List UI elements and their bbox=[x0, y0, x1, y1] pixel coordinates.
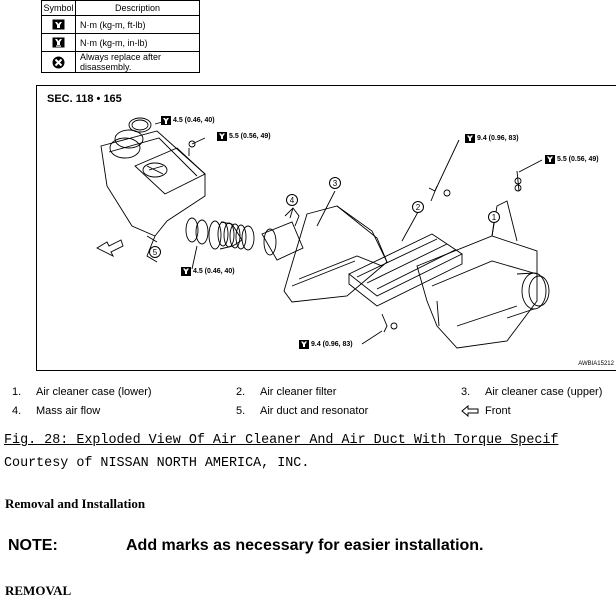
torque-wrench-ftlb-icon bbox=[52, 19, 65, 30]
part-callout: 5 bbox=[149, 246, 161, 258]
note-text: Add marks as necessary for easier instal… bbox=[126, 537, 484, 554]
part-callout: 2 bbox=[412, 201, 424, 213]
legend-header-description: Description bbox=[75, 0, 200, 16]
torque-wrench-inlb-icon bbox=[465, 134, 475, 143]
torque-wrench-inlb-icon bbox=[52, 37, 65, 48]
legend-description: Always replace after disassembly. bbox=[75, 51, 200, 73]
figure-caption: Fig. 28: Exploded View Of Air Cleaner An… bbox=[4, 433, 559, 448]
list-item: 1.Air cleaner case (lower) bbox=[12, 386, 152, 398]
front-arrow-icon bbox=[461, 405, 479, 418]
replace-after-disassembly-icon bbox=[52, 56, 65, 68]
torque-label: 5.5 (0.56, 49) bbox=[217, 132, 271, 141]
list-item: Front bbox=[461, 405, 511, 418]
list-item: 2.Air cleaner filter bbox=[236, 386, 337, 398]
torque-label: 4.5 (0.46, 40) bbox=[161, 116, 215, 125]
subsection-heading: REMOVAL bbox=[5, 583, 72, 598]
torque-wrench-ftlb-icon bbox=[161, 116, 171, 125]
torque-wrench-inlb-icon bbox=[545, 155, 555, 164]
torque-label: 5.5 (0.56, 49) bbox=[545, 155, 599, 164]
note-block: NOTE: Add marks as necessary for easier i… bbox=[8, 537, 484, 555]
part-callout: 3 bbox=[329, 177, 341, 189]
legend-row: N·m (kg-m, in-lb) bbox=[41, 33, 200, 52]
exploded-view-drawing bbox=[96, 117, 550, 349]
note-label: NOTE: bbox=[8, 537, 58, 554]
torque-label: 9.4 (0.96, 83) bbox=[299, 340, 353, 349]
list-item: 4.Mass air flow bbox=[12, 405, 101, 417]
section-label: SEC. 118 • 165 bbox=[47, 93, 122, 105]
legend-header-symbol: Symbol bbox=[41, 0, 76, 16]
symbol-legend-table: Symbol Description N·m (kg-m, ft-lb) N·m… bbox=[41, 0, 200, 73]
legend-row: Always replace after disassembly. bbox=[41, 51, 200, 73]
legend-description: N·m (kg-m, ft-lb) bbox=[75, 15, 200, 34]
list-item: 5.Air duct and resonator bbox=[236, 405, 369, 417]
courtesy-text: Courtesy of NISSAN NORTH AMERICA, INC. bbox=[4, 456, 310, 471]
torque-label: 9.4 (0.96, 83) bbox=[465, 134, 519, 143]
part-callout: 1 bbox=[488, 211, 500, 223]
torque-wrench-inlb-icon bbox=[299, 340, 309, 349]
part-callout: 4 bbox=[286, 194, 298, 206]
section-heading: Removal and Installation bbox=[5, 496, 146, 511]
list-item: 3.Air cleaner case (upper) bbox=[461, 386, 603, 398]
torque-wrench-inlb-icon bbox=[181, 267, 191, 276]
legend-description: N·m (kg-m, in-lb) bbox=[75, 33, 200, 52]
exploded-view-figure: SEC. 118 • 165 bbox=[36, 85, 616, 371]
legend-header-row: Symbol Description bbox=[41, 0, 200, 16]
torque-label: 4.5 (0.46, 40) bbox=[181, 267, 235, 276]
legend-row: N·m (kg-m, ft-lb) bbox=[41, 15, 200, 34]
figure-code: AWBIA15212 bbox=[578, 361, 614, 367]
torque-wrench-inlb-icon bbox=[217, 132, 227, 141]
